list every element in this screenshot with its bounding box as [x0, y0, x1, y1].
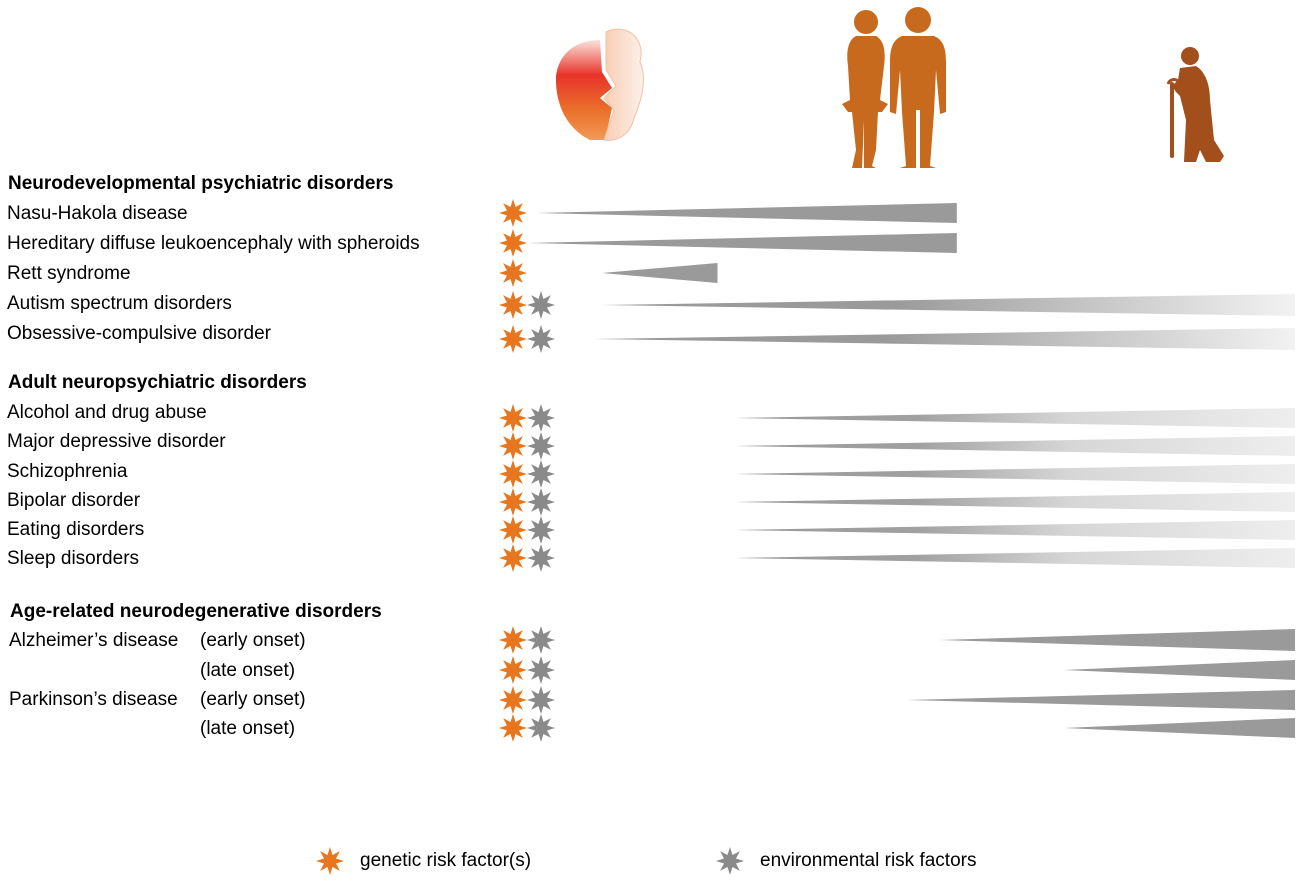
- elderly-person-icon: [1166, 47, 1224, 162]
- onset-wedge: [907, 690, 1295, 710]
- disorder-label: Bipolar disorder: [7, 490, 141, 511]
- orange-star-icon: [499, 714, 527, 742]
- onset-wedge: [734, 464, 1295, 484]
- disorder-label: Nasu-Hakola disease: [7, 203, 188, 224]
- onset-wedge: [602, 263, 718, 283]
- orange-star-icon: [499, 199, 527, 227]
- risk-stars: [499, 199, 555, 742]
- gray-star-icon: [527, 544, 555, 572]
- disorder-label: Schizophrenia: [7, 461, 128, 482]
- onset-sublabel: (late onset): [200, 660, 296, 681]
- onset-sublabel: (late onset): [200, 718, 296, 739]
- orange-star-icon: [499, 516, 527, 544]
- adult-couple-icon: [842, 7, 946, 168]
- legend-stars: [316, 847, 744, 875]
- disorder-label: Parkinson’s disease: [9, 689, 178, 710]
- legend-genetic-label: genetic risk factor(s): [360, 850, 532, 871]
- orange-star-icon: [499, 291, 527, 319]
- group-title-neurodevelopmental: Neurodevelopmental psychiatric disorders: [8, 173, 394, 194]
- onset-wedges: [527, 203, 1295, 738]
- orange-star-icon: [316, 847, 344, 875]
- orange-star-icon: [499, 626, 527, 654]
- disorder-label: Alzheimer’s disease: [9, 630, 179, 651]
- onset-wedge: [602, 294, 1295, 316]
- onset-sublabel: (early onset): [200, 630, 306, 651]
- onset-wedge: [1064, 660, 1295, 680]
- onset-wedge: [940, 629, 1295, 651]
- orange-star-icon: [499, 259, 527, 287]
- orange-star-icon: [499, 229, 527, 257]
- gray-star-icon: [527, 325, 555, 353]
- onset-wedge: [536, 203, 957, 223]
- orange-star-icon: [499, 325, 527, 353]
- gray-star-icon: [527, 404, 555, 432]
- disorder-label: Rett syndrome: [7, 263, 131, 284]
- disorder-label: Eating disorders: [7, 519, 145, 540]
- orange-star-icon: [499, 544, 527, 572]
- gray-star-icon: [527, 686, 555, 714]
- gray-star-icon: [527, 626, 555, 654]
- legend-environmental-label: environmental risk factors: [760, 850, 977, 871]
- fetal-brain-icon: [556, 28, 644, 141]
- onset-wedge: [734, 548, 1295, 568]
- onset-wedge: [527, 233, 957, 253]
- onset-wedge: [734, 492, 1295, 512]
- onset-sublabel: (early onset): [200, 689, 306, 710]
- onset-wedge: [593, 328, 1295, 350]
- onset-wedge: [734, 436, 1295, 456]
- orange-star-icon: [499, 404, 527, 432]
- gray-star-icon: [527, 516, 555, 544]
- gray-star-icon: [527, 488, 555, 516]
- disorder-label: Autism spectrum disorders: [7, 293, 232, 314]
- disorder-label: Obsessive-compulsive disorder: [7, 323, 271, 344]
- onset-wedge: [1064, 718, 1295, 738]
- gray-star-icon: [527, 460, 555, 488]
- disorder-label: Major depressive disorder: [7, 431, 226, 452]
- orange-star-icon: [499, 686, 527, 714]
- onset-wedge: [734, 408, 1295, 428]
- gray-star-icon: [527, 291, 555, 319]
- onset-wedge: [734, 520, 1295, 540]
- disorder-label: Sleep disorders: [7, 548, 140, 569]
- orange-star-icon: [499, 656, 527, 684]
- group-title-age-related: Age-related neurodegenerative disorders: [10, 601, 382, 622]
- orange-star-icon: [499, 432, 527, 460]
- gray-star-icon: [527, 432, 555, 460]
- gray-star-icon: [527, 656, 555, 684]
- disorder-label: Hereditary diffuse leukoencephaly with s…: [7, 233, 420, 254]
- orange-star-icon: [499, 488, 527, 516]
- group-title-adult: Adult neuropsychiatric disorders: [8, 372, 307, 393]
- orange-star-icon: [499, 460, 527, 488]
- disorder-label: Alcohol and drug abuse: [7, 402, 207, 423]
- gray-star-icon: [716, 847, 744, 875]
- gray-star-icon: [527, 714, 555, 742]
